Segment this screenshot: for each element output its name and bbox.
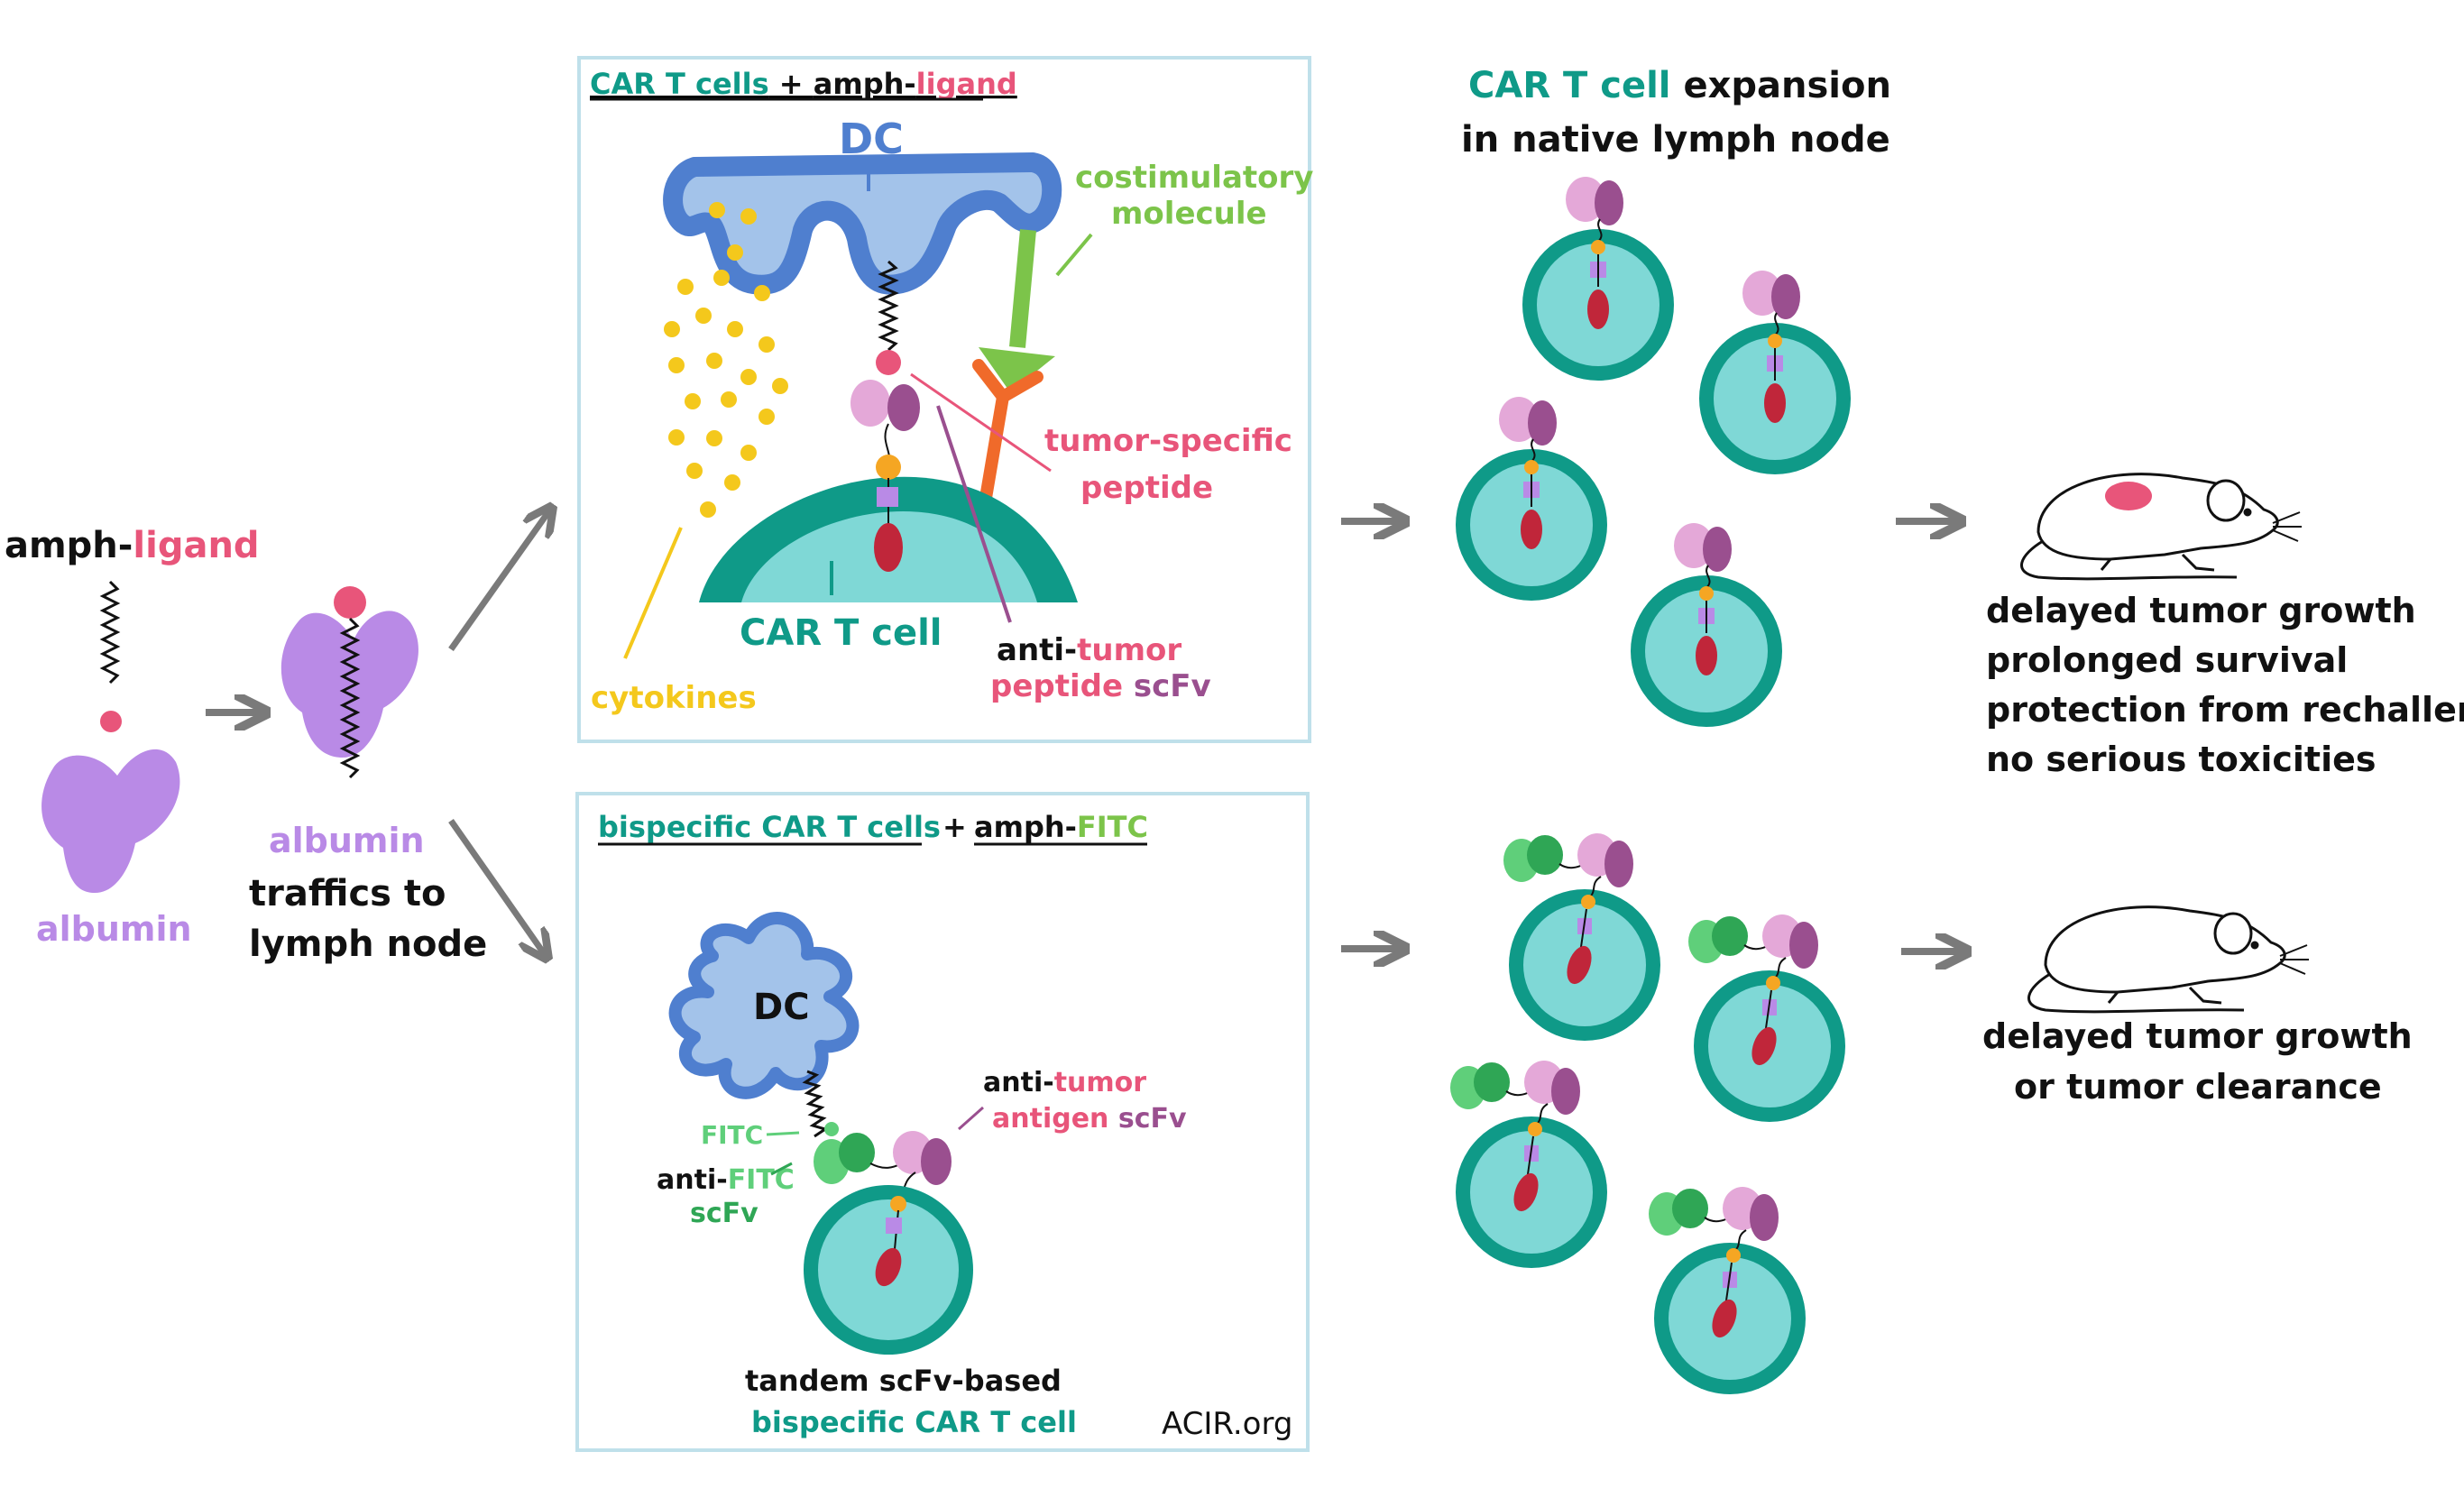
peptide-scfv-label: peptide scFv <box>990 668 1211 704</box>
dc-cell-icon <box>668 912 860 1099</box>
fitc-tail-icon <box>802 1070 829 1138</box>
outcome-top-2: prolonged survival <box>1986 640 2348 680</box>
bispecific-tm-icon <box>886 1218 902 1234</box>
bispecific-car-t-cell-icon <box>1688 914 1845 1122</box>
anti-tumor-bottom-label: anti-tumor <box>983 1067 1146 1098</box>
arrow-to-top-box <box>448 510 550 652</box>
bispecific-car-t-cell-icon <box>1649 1187 1806 1394</box>
bottom-box: bispecific CAR T cells + amph-FITC DC FI… <box>575 792 1310 1452</box>
costimulatory-arrowhead-icon <box>979 347 1055 392</box>
outcome-bottom-1: delayed tumor growth <box>1982 1016 2413 1056</box>
car-t-cell-icon <box>1522 177 1674 381</box>
car-t-cell-icon <box>1456 397 1607 601</box>
tumor-specific-label: tumor-specific <box>1044 423 1292 459</box>
costimulatory-arrow-icon <box>1009 229 1036 348</box>
traffics-line2: lymph node <box>249 923 487 965</box>
anti-tumor-antigen-pointer <box>958 1106 984 1131</box>
ligand-label: ligand <box>133 525 259 566</box>
bispecific-car-t-cell-icon <box>1503 833 1660 1041</box>
bispecific-car-t-cell-icon <box>1450 1061 1607 1268</box>
cytokines-pointer <box>623 527 683 659</box>
tandem-label: tandem scFv-based <box>745 1364 1062 1398</box>
anti-fitc-heavy-icon <box>839 1133 875 1172</box>
outcomes-top: delayed tumor growth prolonged survival … <box>1986 591 2464 779</box>
anti-fitc-scfv-label: scFv <box>690 1198 759 1229</box>
svg-text:amph-ligand: amph-ligand <box>5 525 260 566</box>
expanded-cells-top <box>1456 177 1851 727</box>
tumor-icon <box>2105 482 2152 510</box>
anti-fitc-label: anti-FITC <box>657 1164 795 1196</box>
bispecific-label: bispecific CAR T cell <box>751 1405 1077 1439</box>
top-box: CAR T cells + amph-ligand DC costimulato… <box>577 56 1313 743</box>
expansion-title-line2: in native lymph node <box>1461 119 1890 161</box>
mouse-icon <box>2027 905 2309 1014</box>
anti-tumor-label: anti-tumor <box>997 632 1181 668</box>
bispecific-signal-icon <box>875 1247 902 1287</box>
albumin-bound-group: albumin traffics to lymph node <box>249 586 487 965</box>
albumin-icon <box>41 749 180 893</box>
dc-label-top: DC <box>839 115 904 163</box>
cytokine-dots-icon <box>664 202 788 518</box>
dc-label-bottom: DC <box>753 987 810 1028</box>
albumin-bound-icon <box>280 611 418 758</box>
outcome-top-4: no serious toxicities <box>1986 740 2377 779</box>
car-tm-icon <box>877 487 898 507</box>
peptide-label: peptide <box>1080 470 1213 506</box>
car-t-cell-label-top: CAR T cell <box>740 612 942 654</box>
outcome-bottom-2: or tumor clearance <box>2014 1067 2382 1107</box>
traffics-line1: traffics to <box>249 873 446 914</box>
acir-credit: ACIR.org <box>1162 1406 1292 1442</box>
bottom-box-title-amph: amph-FITC <box>974 810 1148 844</box>
outcome-top-1: delayed tumor growth <box>1986 591 2416 630</box>
antigen-scfv-label: antigen scFv <box>992 1103 1187 1135</box>
albumin-label: albumin <box>36 909 192 949</box>
peptide-pointer <box>910 372 1052 473</box>
mouse-with-tumor-icon <box>2020 473 2302 581</box>
expanded-cells-bottom <box>1450 833 1845 1394</box>
outcome-top-3: protection from rechallenge <box>1986 690 2464 730</box>
arrow-to-bottom-box <box>448 818 546 956</box>
costim-receptor-icon <box>972 359 1044 510</box>
bottom-box-title-cells: bispecific CAR T cells <box>598 810 941 844</box>
amph-ligand-group: amph-ligand albumin <box>5 525 260 949</box>
bound-ligand-dot-icon <box>334 586 366 619</box>
albumin-bound-label: albumin <box>269 821 425 860</box>
car-t-cell-icon <box>1699 271 1851 474</box>
expansion-title-line1: CAR T cell expansion <box>1468 65 1891 106</box>
anti-tumor-heavy-icon <box>921 1138 952 1185</box>
car-signal-icon <box>874 523 903 572</box>
scfv-light-icon <box>850 380 890 427</box>
scfv-heavy-icon <box>887 384 920 431</box>
mhc-tail-icon <box>878 260 899 352</box>
outcomes-bottom: delayed tumor growth or tumor clearance <box>1982 1016 2413 1107</box>
top-box-title: CAR T cells + amph-ligand <box>590 67 1017 101</box>
fitc-pointer <box>766 1131 800 1136</box>
costim-line2: molecule <box>1111 196 1267 232</box>
car-hinge-dot-icon <box>876 455 901 480</box>
amph-prefix-label: amph- <box>5 525 133 566</box>
dc-membrane-icon <box>663 152 1062 295</box>
bottom-box-title-plus: + <box>942 810 967 844</box>
costim-line1: costimulatory <box>1075 160 1313 196</box>
anti-fitc-pointer <box>770 1162 793 1176</box>
car-t-cell-icon <box>1631 523 1782 727</box>
ligand-dot-icon <box>100 711 122 732</box>
bispecific-hinge-dot-icon <box>890 1196 906 1212</box>
bound-tail-icon <box>339 617 361 779</box>
cytokines-label: cytokines <box>591 680 757 716</box>
fitc-dot-icon <box>824 1122 839 1136</box>
costim-pointer <box>1055 233 1093 277</box>
amphiphile-tail-icon <box>99 580 121 685</box>
scfv-pointer <box>936 405 1012 623</box>
fitc-label: FITC <box>701 1120 763 1150</box>
peptide-ligand-dot-icon <box>876 350 901 375</box>
